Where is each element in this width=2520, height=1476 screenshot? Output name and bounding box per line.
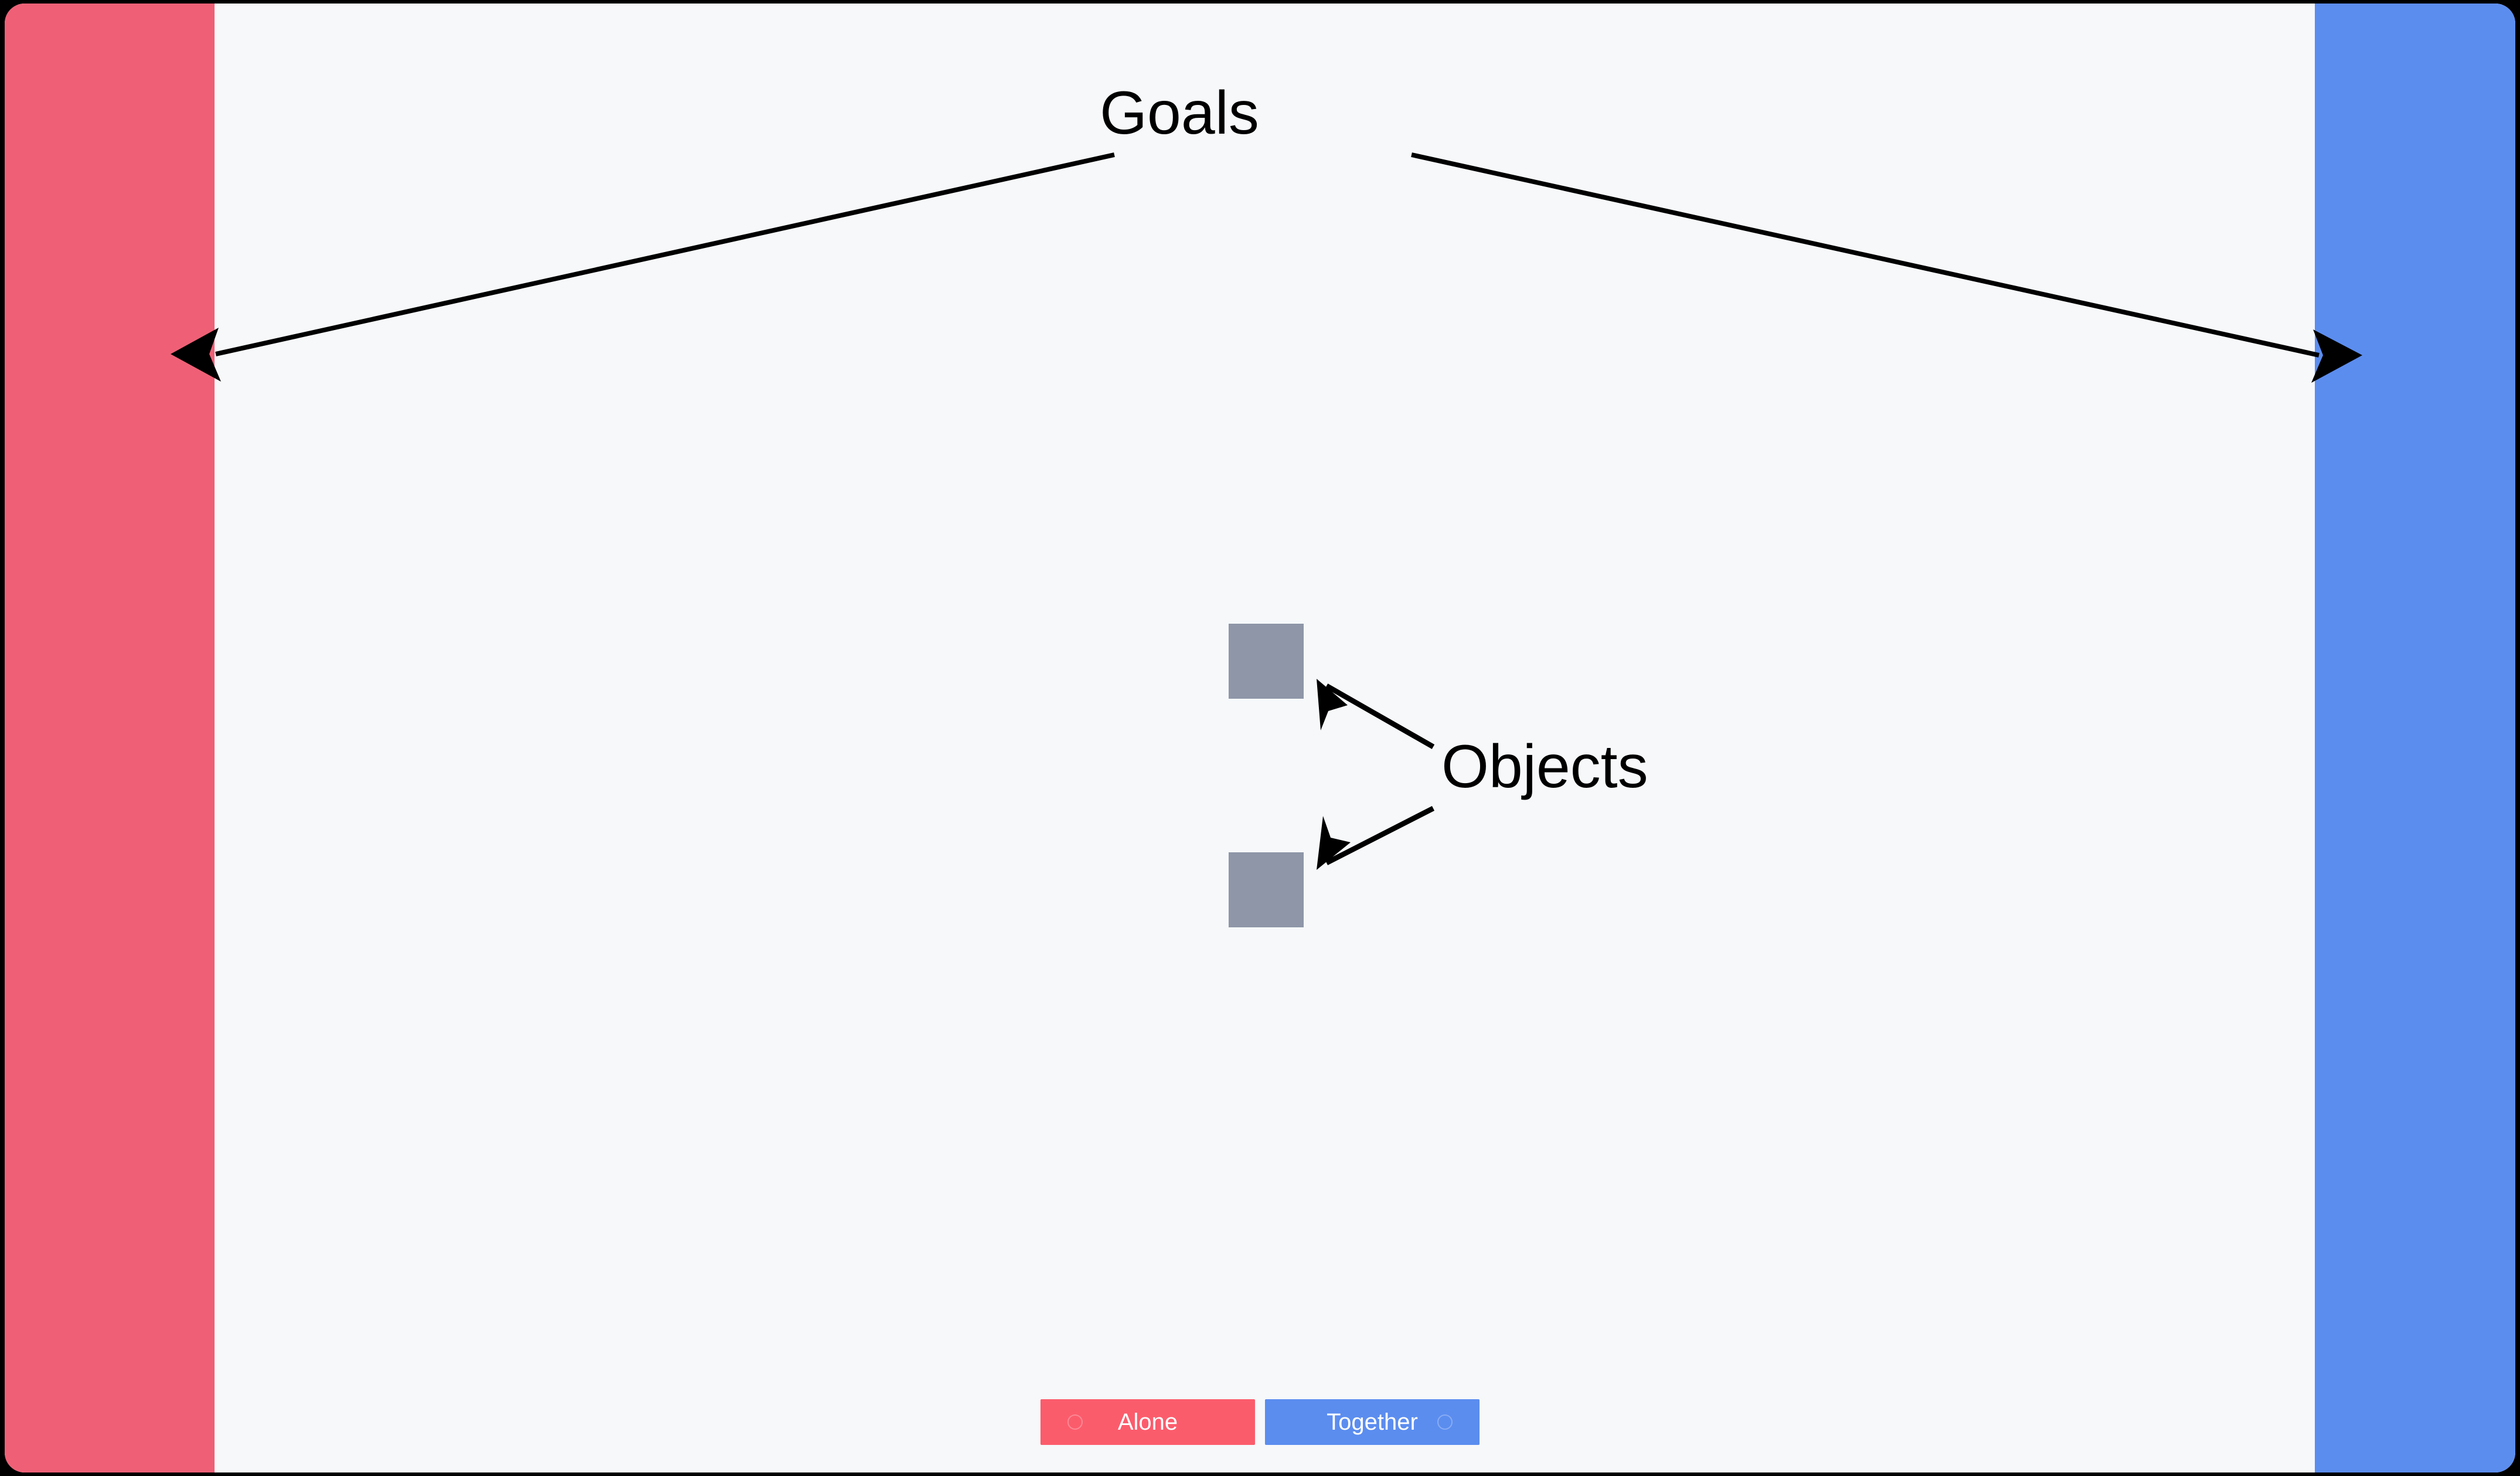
- radio-indicator-together: [1437, 1414, 1453, 1430]
- left-goal-zone: [5, 4, 215, 1472]
- objects-lower-arrow: [1317, 805, 1435, 870]
- annotation-arrows: [171, 152, 2362, 870]
- objects-upper-arrow: [1317, 679, 1435, 749]
- game-object-1[interactable]: [1229, 624, 1304, 699]
- goals-label: Goals: [1100, 79, 1259, 147]
- mode-button-together[interactable]: Together: [1265, 1399, 1480, 1445]
- game-object-2[interactable]: [1229, 852, 1304, 927]
- game-canvas[interactable]: Goals Objects Alone Together: [5, 4, 2515, 1472]
- mode-button-alone[interactable]: Alone: [1040, 1399, 1255, 1445]
- goals-left-arrow: [171, 152, 1115, 382]
- mode-button-together-label: Together: [1327, 1409, 1418, 1435]
- goals-right-arrow: [1411, 152, 2362, 383]
- objects-label: Objects: [1441, 733, 1648, 801]
- right-goal-zone: [2315, 4, 2515, 1472]
- radio-indicator-alone: [1067, 1414, 1083, 1430]
- mode-selector-bar: Alone Together: [5, 1399, 2515, 1445]
- mode-button-alone-label: Alone: [1117, 1409, 1178, 1435]
